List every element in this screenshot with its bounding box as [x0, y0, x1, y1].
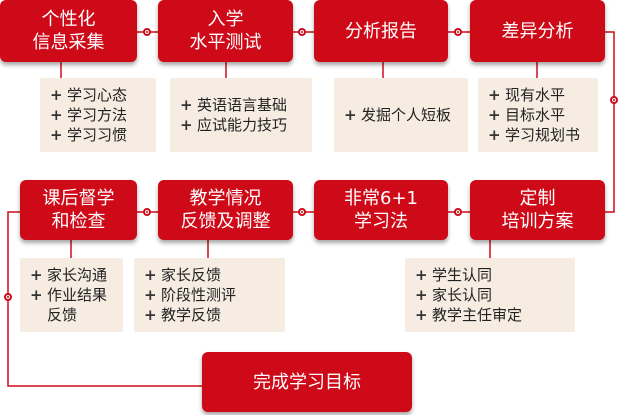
connector-dot	[4, 293, 12, 301]
step-label-line1: 教学情况	[189, 188, 262, 209]
note-item: +发掘个人短板	[344, 106, 452, 124]
connector-dot	[454, 28, 462, 36]
step-box-analysis-report: 分析报告	[314, 0, 448, 62]
plus-icon: +	[144, 306, 157, 324]
note-item: +应试能力技巧	[180, 116, 288, 134]
connector-dot	[143, 28, 151, 36]
step-label-line2: 信息采集	[32, 32, 105, 53]
note-item: +家长沟通	[30, 266, 108, 284]
note-item: +现有水平	[488, 86, 566, 104]
plus-icon: +	[488, 106, 501, 124]
step-box-gap-analysis: 差异分析	[470, 0, 605, 62]
plus-icon: +	[488, 86, 501, 104]
step-label-line1: 分析报告	[345, 20, 417, 42]
step-label-line2: 学习法	[354, 211, 408, 232]
plus-icon: +	[180, 116, 193, 134]
connector-dot	[143, 208, 151, 216]
step-label-line1: 课后督学	[42, 188, 115, 209]
note-item: +学习习惯	[50, 126, 128, 144]
step-box-teaching-feedback: 教学情况 反馈及调整	[158, 180, 293, 240]
plus-icon: +	[415, 306, 428, 324]
plus-icon: +	[50, 86, 63, 104]
note-info-collection: +学习心态 +学习方法 +学习习惯	[40, 78, 156, 152]
note-item: +作业结果	[30, 286, 108, 304]
step-label-line2: 反馈及调整	[180, 211, 271, 232]
note-teaching-feedback: +家长反馈 +阶段性测评 +教学反馈	[134, 258, 285, 332]
note-placement-test: +英语语言基础 +应试能力技巧	[170, 78, 312, 152]
step-box-learning-goal: 完成学习目标	[202, 352, 412, 412]
connector-dot	[298, 208, 306, 216]
note-item: +家长认同	[415, 286, 493, 304]
note-item: +学习方法	[50, 106, 128, 124]
step-label-line1: 入学	[207, 9, 244, 30]
note-item: +学习规划书	[488, 126, 581, 144]
connector-dot	[610, 96, 618, 104]
note-item: +家长反馈	[144, 266, 222, 284]
step-box-placement-test: 入学 水平测试	[158, 0, 293, 62]
plus-icon: +	[344, 106, 357, 124]
note-item: +教学主任审定	[415, 306, 523, 324]
step-box-learning-method: 非常6+1 学习法	[314, 180, 448, 240]
step-label-line1: 个性化	[41, 9, 96, 30]
note-item-continuation: 反馈	[47, 306, 78, 324]
note-item: +教学反馈	[144, 306, 222, 324]
note-item: +学生认同	[415, 266, 493, 284]
plus-icon: +	[50, 126, 63, 144]
plus-icon: +	[488, 126, 501, 144]
note-homework-supervision: +家长沟通 +作业结果 反馈	[20, 258, 123, 332]
plus-icon: +	[144, 286, 157, 304]
step-box-custom-plan: 定制 培训方案	[470, 180, 605, 240]
step-label-line2: 和检查	[51, 211, 106, 232]
connector-dot	[298, 28, 306, 36]
step-label-line1: 差异分析	[501, 20, 574, 42]
connector-dot	[454, 208, 462, 216]
note-analysis-report: +发掘个人短板	[334, 78, 468, 152]
note-gap-analysis: +现有水平 +目标水平 +学习规划书	[478, 78, 598, 152]
step-label-line1: 定制	[519, 188, 556, 209]
plus-icon: +	[415, 266, 428, 284]
plus-icon: +	[30, 266, 43, 284]
note-item: +阶段性测评	[144, 286, 237, 304]
plus-icon: +	[415, 286, 428, 304]
step-box-homework-supervision: 课后督学 和检查	[20, 180, 137, 240]
step-label-line2: 水平测试	[189, 32, 262, 53]
plus-icon: +	[50, 106, 63, 124]
step-box-info-collection: 个性化 信息采集	[0, 0, 137, 62]
note-item: +目标水平	[488, 106, 566, 124]
plus-icon: +	[144, 266, 157, 284]
plus-icon: +	[30, 286, 43, 304]
note-item: +学习心态	[50, 86, 128, 104]
step-label-line1: 非常6+1	[344, 188, 418, 209]
note-item: +英语语言基础	[180, 96, 288, 114]
note-custom-plan: +学生认同 +家长认同 +教学主任审定	[405, 258, 575, 332]
step-label-line1: 完成学习目标	[253, 371, 361, 393]
plus-icon: +	[180, 96, 193, 114]
step-label-line2: 培训方案	[501, 211, 574, 232]
